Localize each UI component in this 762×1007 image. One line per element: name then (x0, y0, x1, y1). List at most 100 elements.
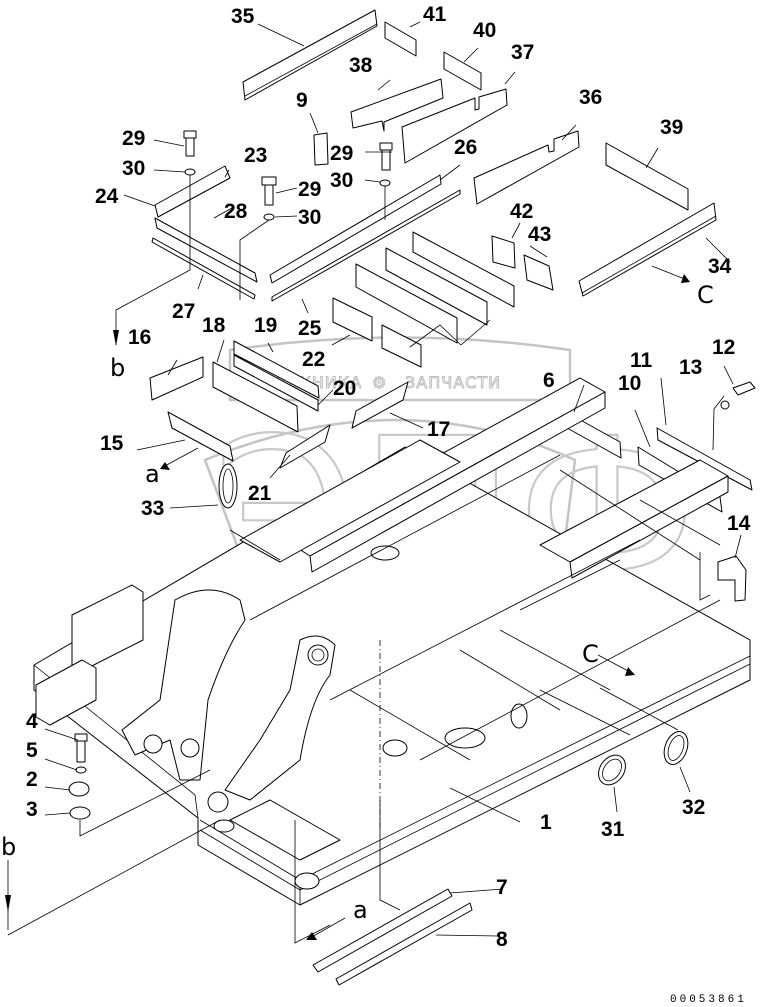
part-36-plate[interactable] (401, 88, 508, 164)
callout-37[interactable]: 38 (349, 54, 373, 77)
part-12-bolt[interactable] (732, 381, 756, 396)
watermark-gear-icon: ⚙ (372, 373, 387, 392)
callout-14[interactable]: 14 (727, 512, 751, 535)
callout-16[interactable]: 16 (128, 326, 151, 349)
part-40-plate[interactable] (384, 21, 417, 57)
part-19-plate[interactable] (233, 340, 320, 399)
part-18-plate[interactable] (212, 361, 299, 433)
part-14-bracket[interactable] (717, 555, 747, 602)
part-15-plate[interactable] (167, 411, 234, 462)
callout-15[interactable]: 15 (100, 432, 124, 455)
callout-7[interactable]: 7 (496, 876, 508, 899)
part-32-grommet[interactable] (660, 728, 692, 767)
view-label-c-lower: C (582, 640, 599, 668)
part-38-plate[interactable] (605, 142, 689, 211)
part-9-block[interactable] (313, 132, 329, 166)
part-26-bar[interactable] (269, 174, 442, 284)
callout-32[interactable]: 32 (682, 796, 705, 819)
part-27-plate[interactable] (151, 237, 256, 300)
part-35-plate[interactable] (473, 130, 580, 205)
part-20-plate[interactable] (233, 354, 319, 412)
callout-29-c[interactable]: 29 (330, 142, 353, 165)
callout-9[interactable]: 9 (296, 89, 308, 112)
view-label-c-upper: C (697, 281, 714, 309)
callout-41[interactable]: 42 (510, 200, 533, 223)
part-24-bar[interactable] (154, 165, 231, 218)
callout-29-b[interactable]: 29 (298, 178, 321, 201)
part-29-bolt-c[interactable] (379, 142, 393, 171)
callout-29-a[interactable]: 29 (122, 127, 145, 150)
callout-3[interactable]: 3 (26, 798, 38, 821)
part-8-rail[interactable] (335, 902, 473, 986)
callout-34-b[interactable]: 34 (708, 255, 732, 278)
callouts: 35 41 40 37 38 9 36 39 29 30 24 23 29 30… (26, 3, 751, 951)
arrow-a-lower-icon (306, 932, 317, 940)
callout-13[interactable]: 13 (679, 356, 702, 379)
part-7-rail[interactable] (312, 888, 453, 973)
part-17-plate[interactable] (351, 381, 409, 429)
part-29-bolt-a[interactable] (183, 130, 197, 157)
callout-35[interactable]: 36 (579, 86, 602, 109)
callout-26[interactable]: 26 (454, 136, 477, 159)
callout-27[interactable]: 27 (172, 300, 195, 323)
callout-17[interactable]: 17 (427, 418, 450, 441)
callout-28[interactable]: 28 (224, 200, 248, 223)
callout-30-b[interactable]: 30 (298, 206, 321, 229)
callout-39[interactable]: 40 (473, 19, 496, 42)
callout-21[interactable]: 21 (248, 482, 272, 505)
callout-23[interactable]: 23 (244, 144, 267, 167)
part-21-plate[interactable] (279, 424, 331, 469)
part-3-gasket[interactable] (69, 806, 91, 820)
callout-30-c[interactable]: 30 (330, 169, 353, 192)
part-11-bar[interactable] (656, 427, 753, 491)
callout-36[interactable]: 37 (511, 41, 534, 64)
part-22-plates[interactable] (332, 297, 422, 368)
callout-30-a[interactable]: 30 (122, 157, 145, 180)
part-5-washer[interactable] (75, 766, 87, 774)
part-30-washer-b[interactable] (263, 213, 275, 221)
callout-38[interactable]: 39 (660, 116, 683, 139)
callout-33[interactable]: 33 (141, 497, 164, 520)
part-13-washer[interactable] (720, 400, 730, 410)
part-2-cover[interactable] (68, 781, 90, 797)
part-28-bar[interactable] (154, 217, 258, 283)
part-33-grommet[interactable] (218, 463, 238, 509)
callout-1[interactable]: 1 (540, 811, 552, 834)
view-label-b-lower: b (1, 833, 16, 861)
callout-24[interactable]: 24 (95, 185, 119, 208)
part-34-right-bar[interactable] (578, 202, 717, 297)
part-25-plate[interactable] (271, 189, 461, 302)
part-1-revolving-frame[interactable] (33, 377, 751, 906)
callout-40[interactable]: 41 (423, 3, 447, 26)
part-30-washer-c[interactable] (379, 179, 391, 187)
arrow-b-upper-icon (113, 330, 119, 346)
callout-31[interactable]: 31 (601, 818, 625, 841)
callout-22[interactable]: 22 (302, 348, 325, 371)
callout-11[interactable]: 11 (630, 349, 653, 372)
callout-8[interactable]: 8 (496, 928, 508, 951)
part-34-top-bar[interactable] (242, 9, 378, 101)
callout-20[interactable]: 20 (333, 377, 356, 400)
callout-42[interactable]: 43 (528, 223, 551, 246)
arrow-c-lower-icon (625, 667, 635, 676)
callout-6[interactable]: 6 (543, 369, 555, 392)
callout-10[interactable]: 10 (618, 372, 641, 395)
part-30-washer-a[interactable] (184, 168, 196, 176)
part-42-plate[interactable] (523, 254, 554, 291)
callout-2[interactable]: 2 (26, 768, 38, 791)
part-29-bolt-b[interactable] (261, 176, 277, 206)
callout-5[interactable]: 5 (26, 739, 38, 762)
callout-4[interactable]: 4 (26, 710, 38, 733)
part-37-plate[interactable] (350, 78, 444, 132)
callout-34[interactable]: 35 (231, 5, 255, 28)
callout-25[interactable]: 25 (298, 317, 322, 340)
part-16-plate[interactable] (149, 356, 204, 401)
part-4-bolt[interactable] (74, 733, 88, 763)
part-43-plates[interactable] (355, 231, 515, 344)
callout-12[interactable]: 12 (712, 336, 735, 359)
callout-18[interactable]: 18 (202, 314, 226, 337)
part-39-plate[interactable] (443, 51, 482, 91)
part-41-plate[interactable] (491, 235, 516, 269)
part-31-grommet[interactable] (593, 750, 631, 790)
callout-19[interactable]: 19 (254, 314, 277, 337)
